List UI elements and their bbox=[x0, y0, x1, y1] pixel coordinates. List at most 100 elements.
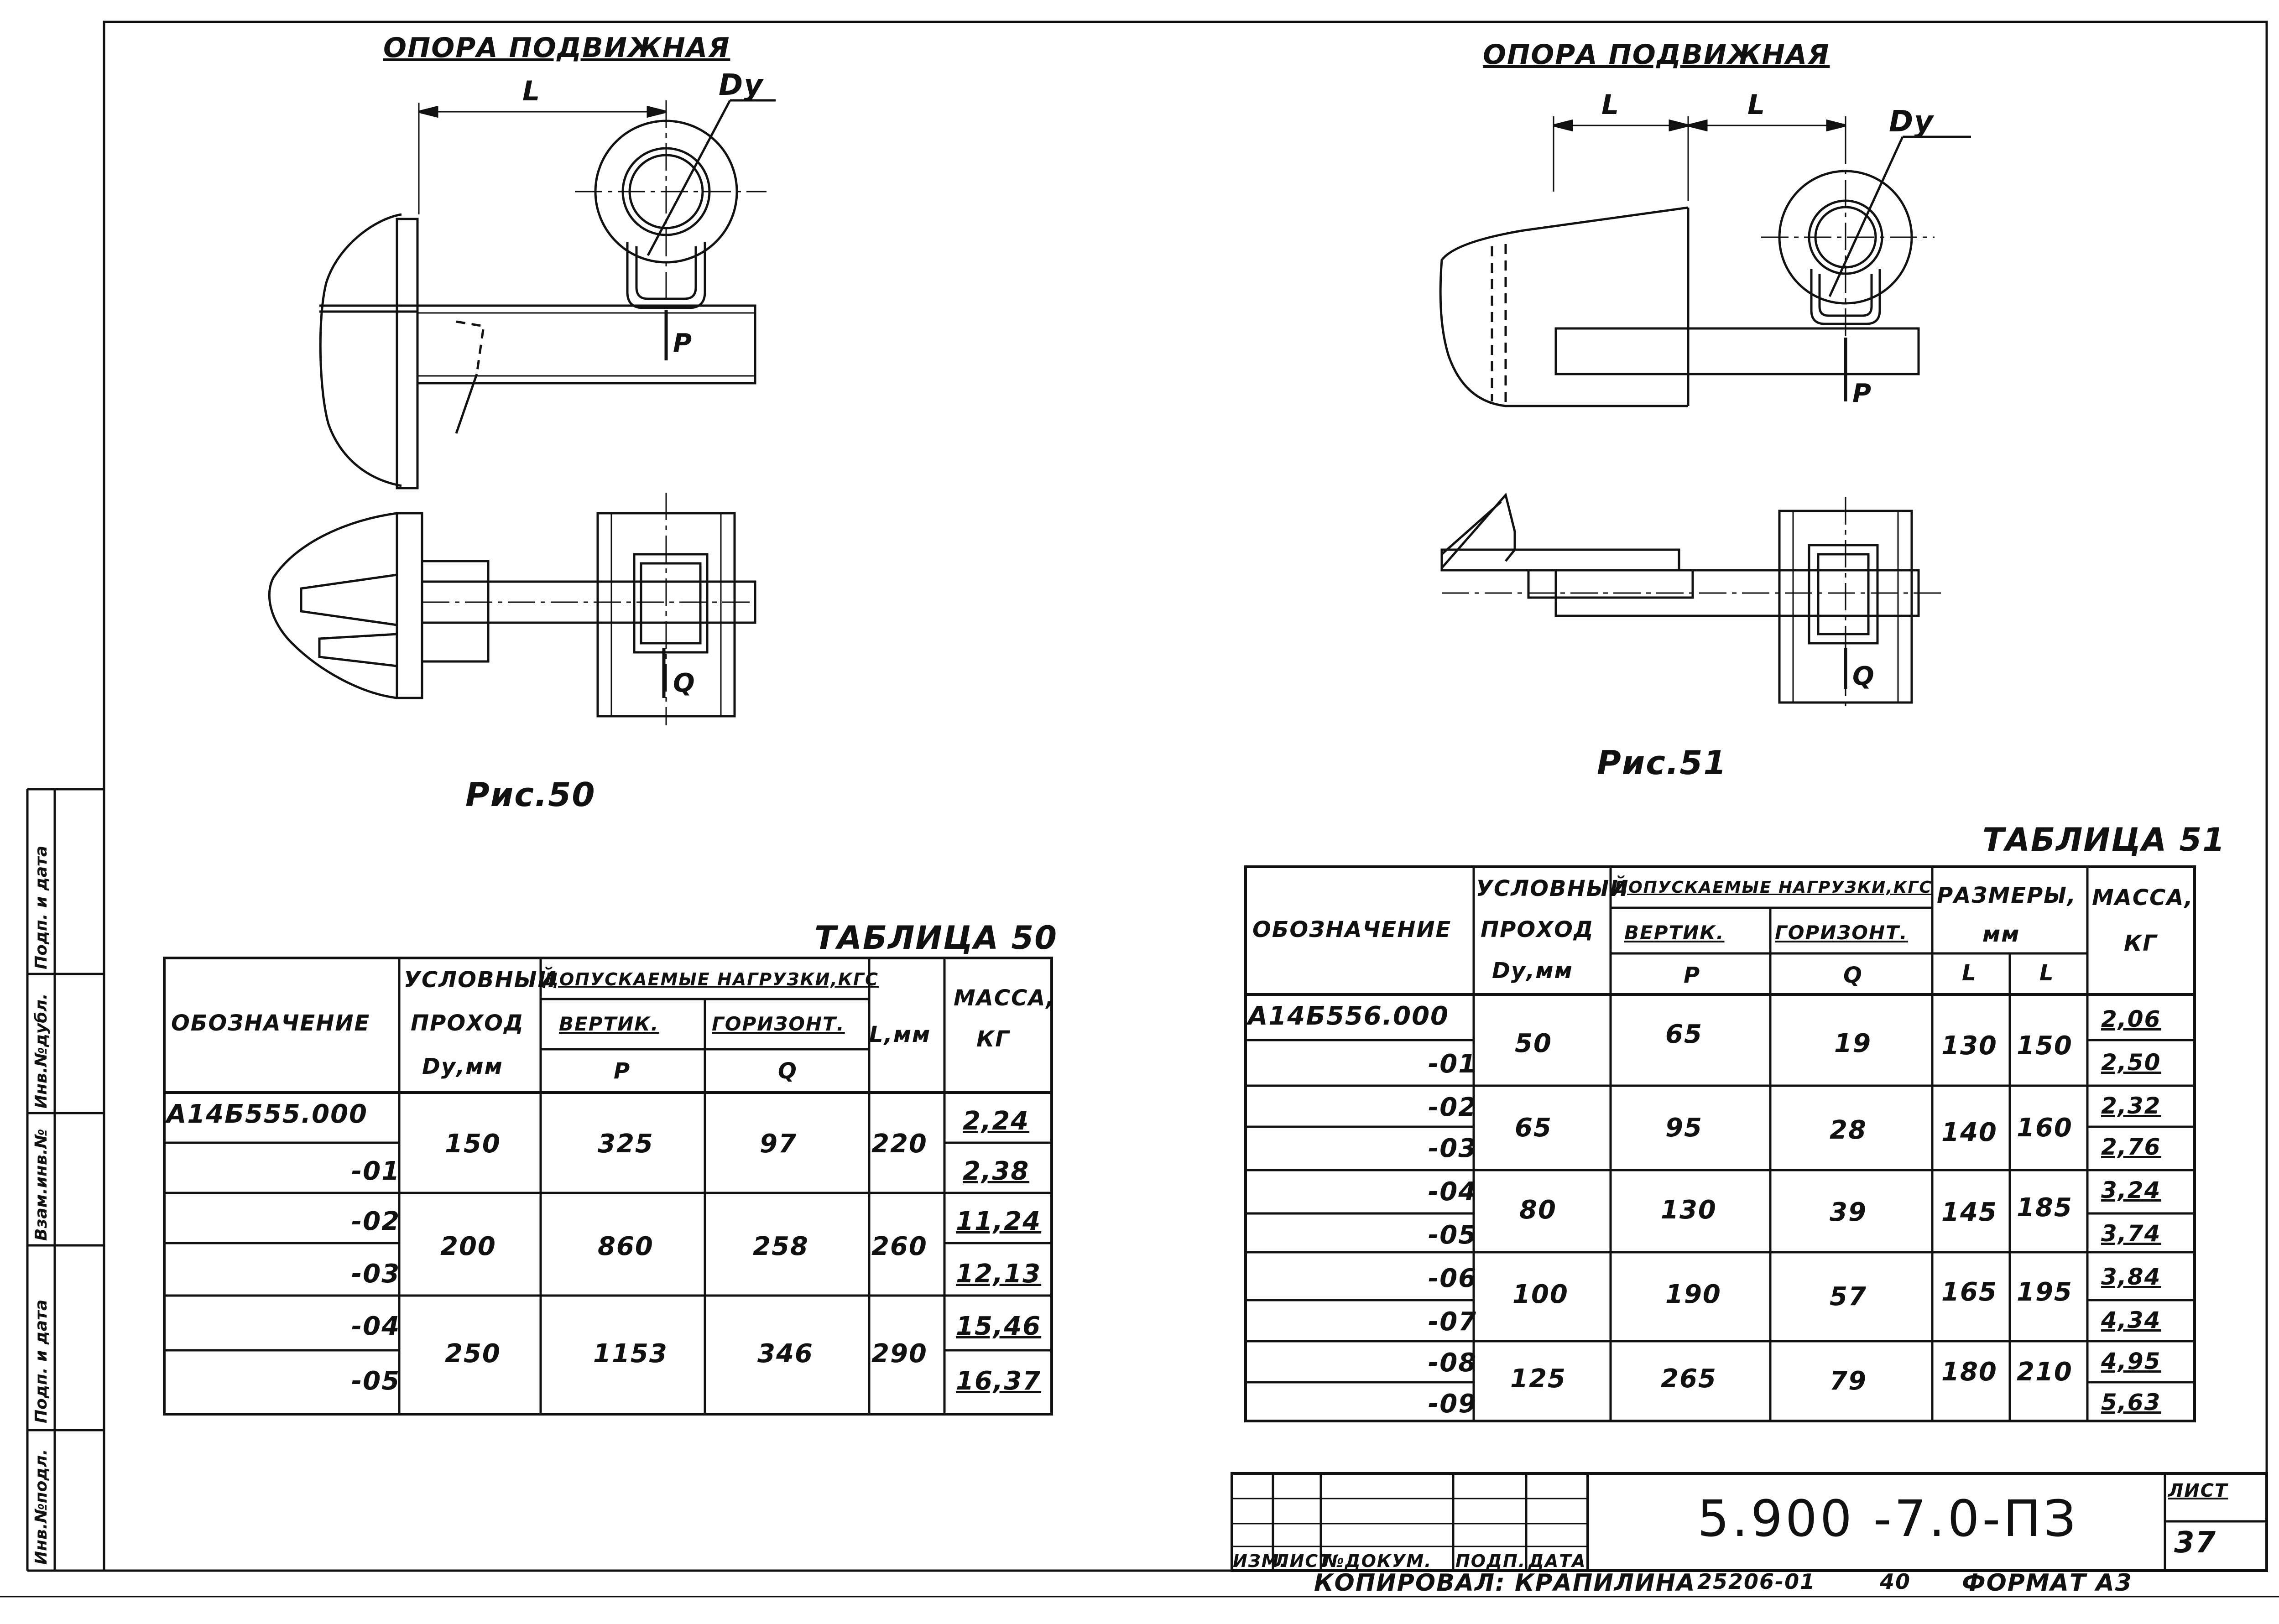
copied-by: КОПИРОВАЛ: КРАПИЛИНА bbox=[1314, 1569, 1696, 1597]
table50-header-bore: УСЛОВНЫЙ bbox=[404, 967, 557, 993]
fig51-dim-Dy: Dу bbox=[1889, 105, 1934, 139]
table51-row-designation: -01 bbox=[1428, 1049, 1477, 1079]
side-stamp-inv-orig: Инв.№подл. bbox=[32, 1449, 51, 1565]
table51-group-Q: 57 bbox=[1830, 1282, 1867, 1312]
table50-row-designation: -02 bbox=[351, 1207, 401, 1236]
table51-group-P: 65 bbox=[1665, 1020, 1703, 1049]
fig50-load-Q: Q bbox=[673, 668, 696, 698]
table50-group-bore: 150 bbox=[445, 1129, 501, 1159]
table51-header-L2: L bbox=[2039, 960, 2055, 986]
table51-row-designation: -05 bbox=[1428, 1220, 1477, 1250]
fig51-dim-L1: L bbox=[1601, 89, 1620, 121]
table50-header-bore: Dу,мм bbox=[422, 1054, 503, 1079]
table51-group-L2: 185 bbox=[2017, 1193, 2073, 1223]
table50-header-loads: ДОПУСКАЕМЫЕ НАГРУЗКИ,КГС bbox=[543, 969, 879, 989]
table51-group-L1: 140 bbox=[1941, 1118, 1997, 1147]
title-col-sign: ПОДП. bbox=[1455, 1551, 1526, 1571]
table50-row-mass: 11,24 bbox=[956, 1207, 1042, 1236]
table51-group-L2: 150 bbox=[2017, 1031, 2073, 1061]
table50-group-L: 290 bbox=[871, 1339, 928, 1369]
title-col-izm: ИЗМ. bbox=[1233, 1551, 1288, 1571]
table51-group-P: 95 bbox=[1665, 1113, 1703, 1143]
table50-group-Q: 346 bbox=[757, 1339, 814, 1369]
table51-group-Q: 39 bbox=[1830, 1197, 1867, 1227]
table51-row-mass: 3,24 bbox=[2101, 1177, 2161, 1203]
fig50-dim-Dy: Dу bbox=[719, 68, 764, 102]
table51-row-mass: 2,32 bbox=[2101, 1093, 2161, 1119]
table51-row-mass: 4,34 bbox=[2101, 1307, 2161, 1333]
table51-group-bore: 65 bbox=[1515, 1113, 1552, 1143]
table51-header-designation: ОБОЗНАЧЕНИЕ bbox=[1252, 917, 1452, 942]
document-code: 5.900 -7.0-ПЗ bbox=[1697, 1489, 2079, 1548]
table51-group-L1: 180 bbox=[1941, 1357, 1997, 1387]
table50-row-designation: -01 bbox=[351, 1156, 401, 1186]
table51-row-designation: -02 bbox=[1428, 1093, 1477, 1122]
table50-header-horiz: ГОРИЗОНТ. bbox=[712, 1013, 845, 1035]
title-col-list: ЛИСТ bbox=[1274, 1551, 1332, 1571]
title-block bbox=[0, 1472, 2279, 1598]
table51-group-bore: 100 bbox=[1512, 1280, 1569, 1309]
table51-group-P: 130 bbox=[1661, 1195, 1717, 1225]
table50-group-Q: 258 bbox=[753, 1232, 809, 1261]
copy-number: 40 bbox=[1880, 1569, 1911, 1594]
table50-header-L: L,мм bbox=[869, 1022, 931, 1047]
table50-group-Q: 97 bbox=[760, 1129, 797, 1159]
fig50-plan-view bbox=[268, 493, 756, 725]
fig51-dim-L2: L bbox=[1747, 89, 1766, 121]
table50-group-bore: 250 bbox=[445, 1339, 501, 1369]
fig50-caption: Рис.50 bbox=[465, 776, 596, 814]
table51-group-bore: 80 bbox=[1519, 1195, 1557, 1225]
table50-row-mass: 12,13 bbox=[956, 1259, 1042, 1289]
table50-row-designation: -04 bbox=[351, 1312, 401, 1341]
table50-group-L: 260 bbox=[871, 1232, 928, 1261]
fig50-top-view bbox=[319, 99, 776, 489]
table51-header-L1: L bbox=[1962, 960, 1977, 986]
table50-header-vert: ВЕРТИК. bbox=[559, 1013, 659, 1035]
fig51-plan-view bbox=[1440, 492, 1944, 712]
table51-header-P: P bbox=[1684, 963, 1701, 988]
table51-group-L2: 160 bbox=[2017, 1113, 2073, 1143]
table51-header-bore: УСЛОВНЫЙ bbox=[1476, 876, 1629, 901]
table51-row-designation: -04 bbox=[1428, 1177, 1477, 1207]
table50-header-mass: КГ bbox=[976, 1026, 1010, 1052]
table51-group-Q: 79 bbox=[1830, 1366, 1867, 1396]
table50-header-Q: Q bbox=[778, 1058, 798, 1084]
fig51-top-view bbox=[1439, 116, 1971, 407]
table50-row-designation: -05 bbox=[351, 1366, 401, 1396]
side-stamp-vzam: Взам.инв.№ bbox=[32, 1129, 51, 1241]
sheet-number: 37 bbox=[2174, 1526, 2217, 1560]
table51-group-L2: 195 bbox=[2017, 1277, 2073, 1307]
fig51-title: ОПОРА ПОДВИЖНАЯ bbox=[1483, 39, 1830, 71]
table51-group-L1: 165 bbox=[1941, 1277, 1997, 1307]
table51-header-mass: КГ bbox=[2124, 931, 2158, 956]
table50-group-P: 1153 bbox=[593, 1339, 668, 1369]
table51-header-mass: МАССА, bbox=[2092, 885, 2194, 911]
table51-row-mass: 3,84 bbox=[2101, 1264, 2161, 1290]
title-col-doc: №ДОКУМ. bbox=[1323, 1551, 1432, 1571]
table51-group-bore: 50 bbox=[1515, 1029, 1552, 1058]
table51-group-P: 265 bbox=[1661, 1364, 1717, 1394]
table50-header-mass: МАССА, bbox=[954, 985, 1055, 1011]
table51-group-L1: 145 bbox=[1941, 1197, 1997, 1227]
table51-header-horiz: ГОРИЗОНТ. bbox=[1775, 921, 1908, 944]
table51-header-Q: Q bbox=[1843, 963, 1863, 988]
table51-row-mass: 2,06 bbox=[2101, 1006, 2161, 1032]
table51-group-P: 190 bbox=[1665, 1280, 1721, 1309]
table51-header-dims: РАЗМЕРЫ, bbox=[1937, 883, 2077, 908]
table51-header-vert: ВЕРТИК. bbox=[1624, 921, 1725, 944]
paper-format: ФОРМАТ А3 bbox=[1962, 1569, 2133, 1597]
table50-row-designation: -03 bbox=[351, 1259, 401, 1289]
title-col-date: ДАТА bbox=[1528, 1551, 1586, 1571]
table50-row-mass: 15,46 bbox=[956, 1312, 1042, 1341]
table51-group-L2: 210 bbox=[2017, 1357, 2073, 1387]
side-stamp-sign-date: Подп. и дата bbox=[32, 845, 51, 969]
table51-row-designation: -07 bbox=[1428, 1307, 1477, 1337]
table50-row-mass: 2,38 bbox=[963, 1156, 1030, 1186]
table51-header-bore: Dу,мм bbox=[1492, 958, 1573, 984]
table50-row-designation: А14Б555.000 bbox=[167, 1099, 368, 1129]
side-stamp-inv-dubl: Инв.№дубл. bbox=[32, 993, 51, 1109]
table51-header-dims: мм bbox=[1982, 921, 2020, 947]
table51-caption: ТАБЛИЦА 51 bbox=[1982, 821, 2226, 859]
